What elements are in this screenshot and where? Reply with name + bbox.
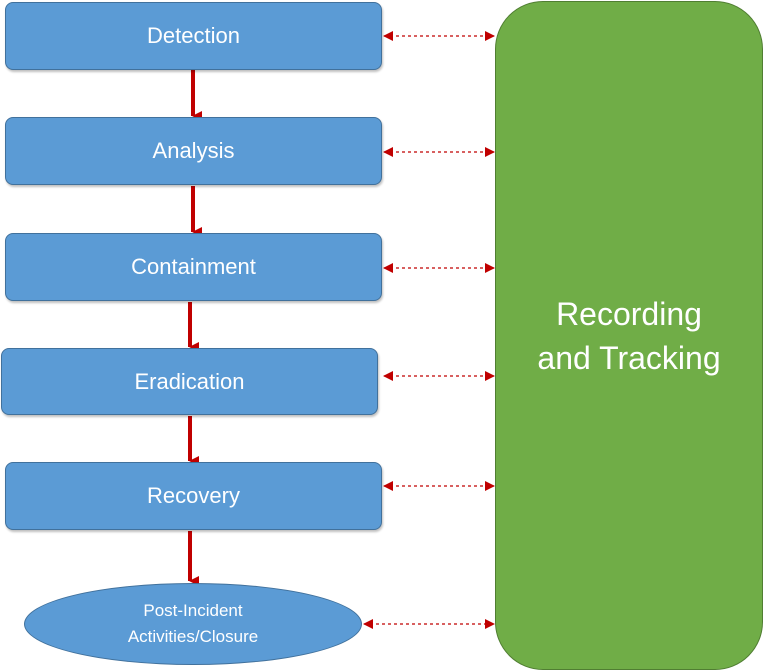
recording-tracking-line2: and Tracking (537, 339, 721, 376)
step-eradication-label: Eradication (134, 368, 245, 394)
step-post-incident: Post-Incident Activities/Closure (24, 583, 362, 665)
step-detection: Detection (5, 2, 382, 70)
step-detection-label: Detection (147, 23, 240, 48)
step-analysis: Analysis (5, 117, 382, 185)
recording-tracking-panel: Recording and Tracking (495, 1, 763, 670)
step-post-incident-line1: Post-Incident (143, 601, 243, 620)
step-recovery-label: Recovery (147, 483, 240, 508)
step-containment-label: Containment (131, 254, 256, 279)
recording-tracking-line1: Recording (556, 295, 702, 332)
step-containment: Containment (5, 233, 382, 301)
step-recovery: Recovery (5, 462, 382, 530)
step-analysis-label: Analysis (152, 138, 235, 163)
step-eradication: Eradication (1, 348, 378, 415)
step-post-incident-line2: Activities/Closure (127, 627, 259, 646)
